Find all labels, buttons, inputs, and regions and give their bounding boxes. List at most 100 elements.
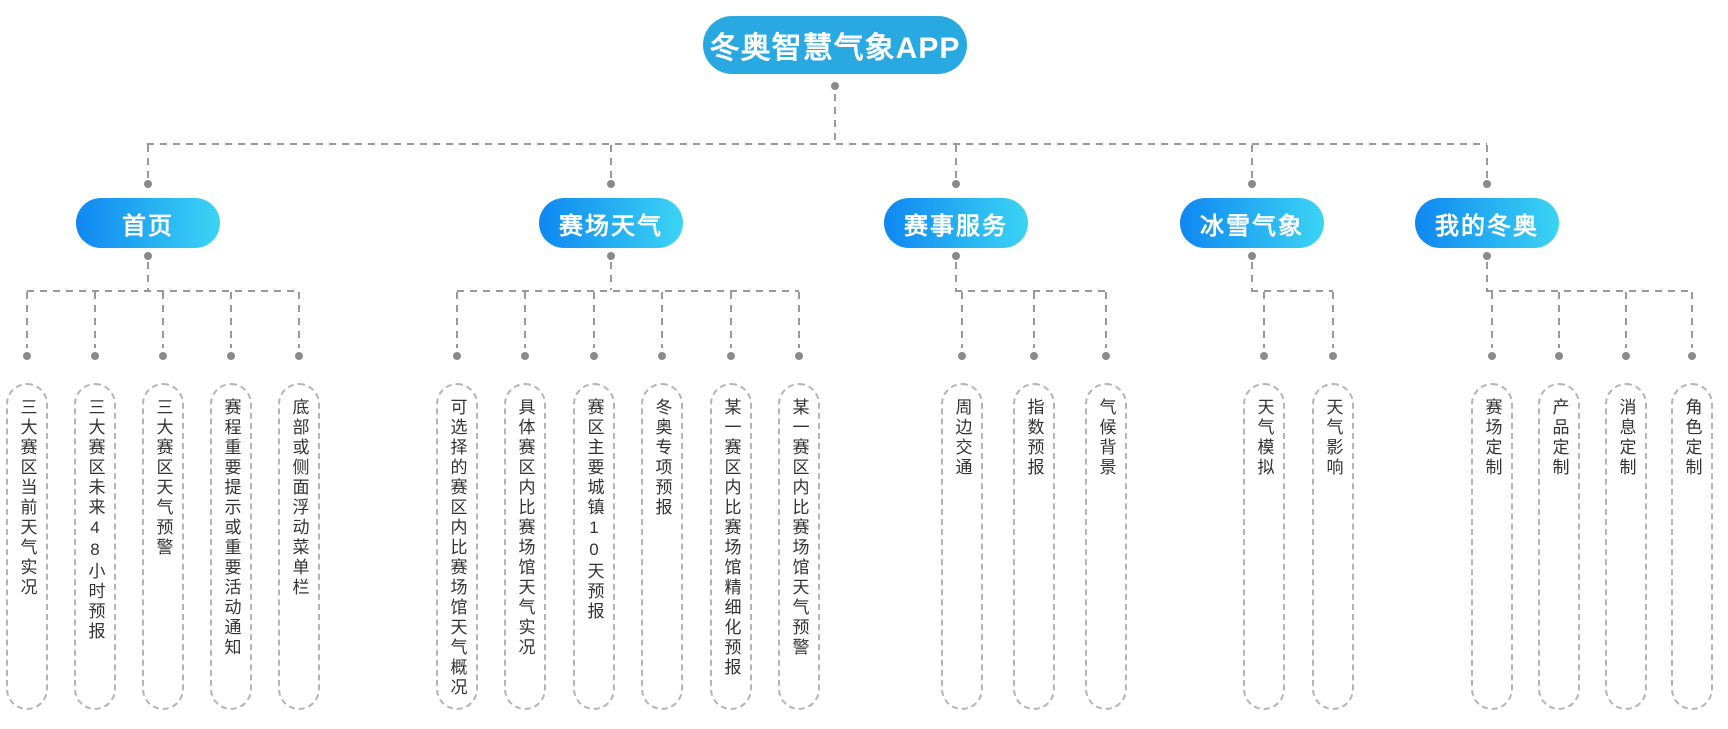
connector-dot xyxy=(958,352,966,360)
branch-node-my-winter-olympics[interactable]: 我的冬奥 xyxy=(1415,198,1559,248)
connector-line xyxy=(26,292,28,348)
leaf-node-label: 赛区主要城镇10天预报 xyxy=(584,398,604,622)
connector-dot xyxy=(607,180,615,188)
leaf-node-label: 天气影响 xyxy=(1323,398,1343,478)
connector-line xyxy=(1486,145,1488,178)
connector-dot xyxy=(590,352,598,360)
leaf-node[interactable]: 冬奥专项预报 xyxy=(641,383,683,710)
connector-line xyxy=(1625,292,1627,348)
connector-dot xyxy=(144,180,152,188)
connector-line xyxy=(147,262,149,290)
branch-node-venue-weather[interactable]: 赛场天气 xyxy=(539,198,683,248)
leaf-node[interactable]: 三大赛区未来48小时预报 xyxy=(74,383,116,710)
connector-line xyxy=(1251,262,1253,290)
connector-dot xyxy=(952,180,960,188)
branch-node-label: 赛场天气 xyxy=(559,212,663,240)
connector-dot xyxy=(1329,352,1337,360)
connector-dot xyxy=(453,352,461,360)
leaf-node-label: 赛场定制 xyxy=(1482,398,1502,478)
connector-line xyxy=(1491,292,1493,348)
leaf-node[interactable]: 气候背景 xyxy=(1085,383,1127,710)
leaf-node[interactable]: 指数预报 xyxy=(1013,383,1055,710)
leaf-node[interactable]: 周边交通 xyxy=(941,383,983,710)
connector-line xyxy=(1486,262,1488,290)
connector-line xyxy=(1263,292,1265,348)
connector-rail xyxy=(457,290,799,292)
leaf-node[interactable]: 某一赛区内比赛场馆天气预警 xyxy=(778,383,820,710)
connector-dot xyxy=(1488,352,1496,360)
leaf-node[interactable]: 赛程重要提示或重要活动通知 xyxy=(210,383,252,710)
connector-dot xyxy=(1555,352,1563,360)
leaf-node[interactable]: 可选择的赛区内比赛场馆天气概况 xyxy=(436,383,478,710)
connector-dot xyxy=(144,252,152,260)
connector-dot xyxy=(1483,180,1491,188)
connector-line xyxy=(1105,292,1107,348)
connector-dot xyxy=(1260,352,1268,360)
leaf-node-label: 具体赛区内比赛场馆天气实况 xyxy=(515,398,535,658)
connector-dot xyxy=(521,352,529,360)
connector-line xyxy=(1033,292,1035,348)
connector-line xyxy=(961,292,963,348)
leaf-node-label: 消息定制 xyxy=(1616,398,1636,478)
connector-dot xyxy=(658,352,666,360)
connector-line xyxy=(162,292,164,348)
connector-dot xyxy=(607,252,615,260)
connector-line xyxy=(1691,292,1693,348)
leaf-node-label: 周边交通 xyxy=(952,398,972,478)
leaf-node-label: 可选择的赛区内比赛场馆天气概况 xyxy=(447,398,467,698)
connector-rail xyxy=(955,290,1106,292)
connector-line xyxy=(661,292,663,348)
connector-line xyxy=(834,94,836,143)
connector-line xyxy=(298,292,300,348)
leaf-node[interactable]: 某一赛区内比赛场馆精细化预报 xyxy=(710,383,752,710)
leaf-node[interactable]: 赛区主要城镇10天预报 xyxy=(573,383,615,710)
leaf-node[interactable]: 天气模拟 xyxy=(1243,383,1285,710)
connector-line xyxy=(798,292,800,348)
connector-dot xyxy=(831,82,839,90)
connector-rail xyxy=(27,290,299,292)
leaf-node[interactable]: 角色定制 xyxy=(1671,383,1713,710)
leaf-node-label: 某一赛区内比赛场馆精细化预报 xyxy=(721,398,741,678)
leaf-node[interactable]: 具体赛区内比赛场馆天气实况 xyxy=(504,383,546,710)
leaf-node[interactable]: 底部或侧面浮动菜单栏 xyxy=(278,383,320,710)
branch-node-ice-snow-weather[interactable]: 冰雪气象 xyxy=(1180,198,1324,248)
branch-node-label: 赛事服务 xyxy=(904,212,1008,240)
connector-line xyxy=(1332,292,1334,348)
leaf-node[interactable]: 三大赛区天气预警 xyxy=(142,383,184,710)
leaf-node[interactable]: 三大赛区当前天气实况 xyxy=(6,383,48,710)
connector-line xyxy=(524,292,526,348)
connector-line xyxy=(456,292,458,348)
connector-dot xyxy=(1248,252,1256,260)
connector-line xyxy=(1558,292,1560,348)
leaf-node[interactable]: 产品定制 xyxy=(1538,383,1580,710)
leaf-node[interactable]: 天气影响 xyxy=(1312,383,1354,710)
connector-line xyxy=(1251,145,1253,178)
branch-node-event-services[interactable]: 赛事服务 xyxy=(884,198,1028,248)
leaf-node-label: 赛程重要提示或重要活动通知 xyxy=(221,398,241,658)
connector-dot xyxy=(227,352,235,360)
connector-dot xyxy=(952,252,960,260)
branch-node-label: 冰雪气象 xyxy=(1200,212,1304,240)
connector-dot xyxy=(1483,252,1491,260)
leaf-node-label: 产品定制 xyxy=(1549,398,1569,478)
leaf-node-label: 天气模拟 xyxy=(1254,398,1274,478)
branch-node-label: 我的冬奥 xyxy=(1435,212,1539,240)
connector-dot xyxy=(795,352,803,360)
connector-line xyxy=(610,145,612,178)
leaf-node[interactable]: 消息定制 xyxy=(1605,383,1647,710)
connector-rail xyxy=(1251,290,1333,292)
leaf-node[interactable]: 赛场定制 xyxy=(1471,383,1513,710)
connector-dot xyxy=(1030,352,1038,360)
leaf-node-label: 角色定制 xyxy=(1682,398,1702,478)
connector-line xyxy=(955,262,957,290)
connector-dot xyxy=(159,352,167,360)
connector-dot xyxy=(1102,352,1110,360)
branch-node-home[interactable]: 首页 xyxy=(76,198,220,248)
connector-line xyxy=(610,262,612,290)
connector-dot xyxy=(1622,352,1630,360)
root-node-label: 冬奥智慧气象APP xyxy=(709,32,961,65)
connector-dot xyxy=(727,352,735,360)
root-node[interactable]: 冬奥智慧气象APP xyxy=(703,16,967,74)
connector-line xyxy=(230,292,232,348)
